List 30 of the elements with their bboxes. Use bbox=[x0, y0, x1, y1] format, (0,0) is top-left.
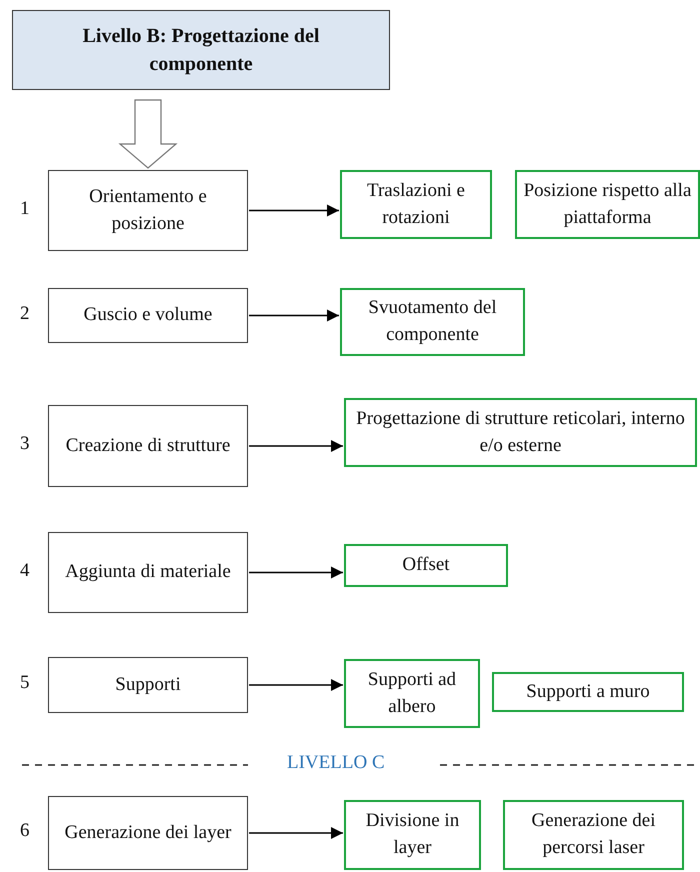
arrow bbox=[249, 679, 343, 691]
detail-box: Divisione in layer bbox=[344, 800, 481, 870]
step-number: 2 bbox=[20, 302, 30, 324]
detail-box: Offset bbox=[344, 544, 508, 587]
detail-box: Supporti ad albero bbox=[344, 659, 480, 728]
step-number: 6 bbox=[20, 820, 30, 842]
step-number: 5 bbox=[20, 672, 30, 694]
step-box: Aggiunta di materiale bbox=[48, 532, 248, 613]
arrow bbox=[249, 204, 339, 216]
step-box: Supporti bbox=[48, 657, 248, 713]
step-box: Orientamento e posizione bbox=[48, 170, 248, 251]
title-box: Livello B: Progettazione del componente bbox=[12, 10, 390, 90]
step-box: Generazione dei layer bbox=[48, 796, 248, 870]
detail-box: Progettazione di strutture reticolari, interno e/o esterne bbox=[344, 398, 697, 467]
block-arrow bbox=[118, 99, 178, 169]
detail-box: Posizione rispetto alla piattaforma bbox=[515, 170, 700, 239]
detail-box: Generazione dei percorsi laser bbox=[503, 800, 684, 870]
step-box: Creazione di strutture bbox=[48, 405, 248, 487]
step-number: 4 bbox=[20, 560, 30, 582]
arrow bbox=[249, 827, 343, 839]
detail-box: Traslazioni e rotazioni bbox=[340, 170, 492, 239]
arrow bbox=[249, 566, 343, 578]
section-label: LIVELLO C bbox=[287, 752, 385, 774]
arrow bbox=[249, 440, 343, 452]
step-box: Guscio e volume bbox=[48, 288, 248, 343]
step-number: 1 bbox=[20, 198, 30, 220]
step-number: 3 bbox=[20, 433, 30, 455]
arrow bbox=[249, 310, 339, 322]
detail-box: Supporti a muro bbox=[492, 672, 684, 712]
detail-box: Svuotamento del componente bbox=[340, 288, 525, 356]
